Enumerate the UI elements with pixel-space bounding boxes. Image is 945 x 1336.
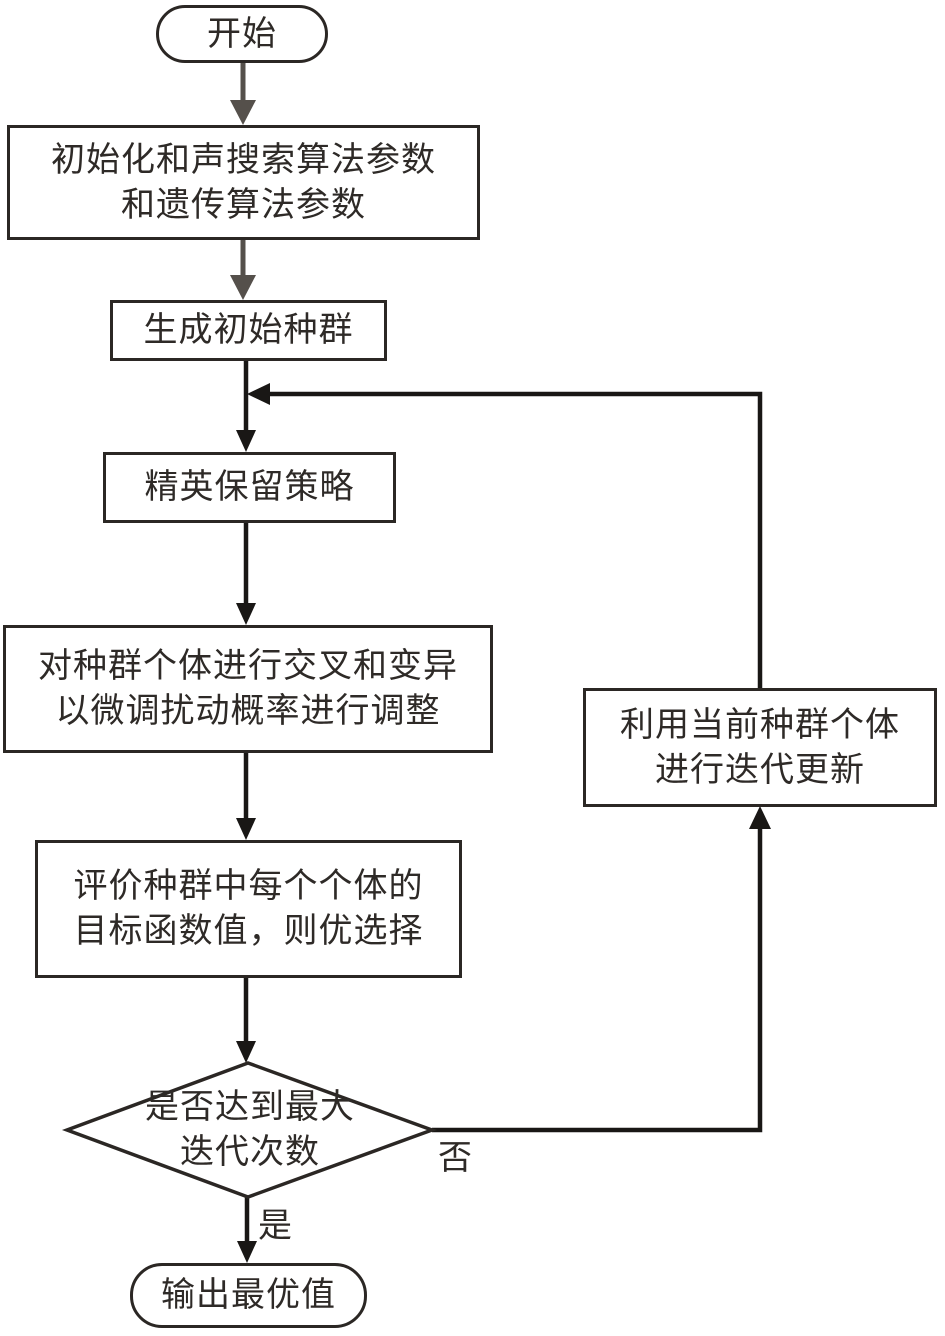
evaluate-line1: 评价种群中每个个体的 — [73, 866, 424, 906]
edge-evaluate-to-decision — [236, 977, 256, 1063]
edge-update-to-junction — [247, 383, 763, 688]
iterative-update-node: 利用当前种群个体 进行迭代更新 — [583, 688, 937, 807]
init-params-line2: 和遗传算法参数 — [121, 184, 366, 225]
crossover-mutation-node: 对种群个体进行交叉和变异 以微调扰动概率进行调整 — [3, 625, 493, 753]
init-params-line1: 初始化和声搜索算法参数 — [51, 139, 436, 180]
decision-diamond-shape — [61, 1061, 438, 1199]
decision-line2: 迭代次数 — [180, 1132, 320, 1172]
evaluate-node: 评价种群中每个个体的 目标函数值，则优选择 — [35, 840, 462, 978]
iterative-update-line1: 利用当前种群个体 — [620, 704, 900, 745]
edge-decision-no-to-update — [432, 806, 771, 1133]
generate-population-label: 生成初始种群 — [143, 310, 354, 350]
init-params-node: 初始化和声搜索算法参数 和遗传算法参数 — [7, 125, 480, 240]
edge-init-to-generate — [230, 239, 256, 300]
generate-population-node: 生成初始种群 — [110, 300, 387, 361]
edge-decision-yes-to-end — [237, 1197, 257, 1263]
edge-generate-to-elite — [236, 360, 256, 452]
decision-line1: 是否达到最大 — [145, 1087, 355, 1127]
decision-max-iteration-node: 是否达到最大 迭代次数 — [100, 1078, 400, 1182]
end-node: 输出最优值 — [130, 1263, 367, 1328]
yes-branch-label: 是 — [258, 1206, 293, 1246]
edge-crossover-to-evaluate — [236, 752, 256, 840]
start-label: 开始 — [207, 13, 277, 54]
crossover-mutation-line2: 以微调扰动概率进行调整 — [55, 691, 441, 731]
edge-start-to-init — [230, 62, 256, 125]
start-node: 开始 — [156, 5, 328, 63]
end-label: 输出最优值 — [161, 1275, 336, 1315]
edge-elite-to-crossover — [236, 522, 256, 625]
elite-strategy-label: 精英保留策略 — [144, 467, 355, 507]
elite-strategy-node: 精英保留策略 — [103, 452, 396, 523]
iterative-update-line2: 进行迭代更新 — [655, 749, 865, 790]
evaluate-line2: 目标函数值，则优选择 — [73, 911, 424, 951]
no-branch-label: 否 — [438, 1138, 473, 1178]
crossover-mutation-line1: 对种群个体进行交叉和变异 — [38, 646, 458, 686]
